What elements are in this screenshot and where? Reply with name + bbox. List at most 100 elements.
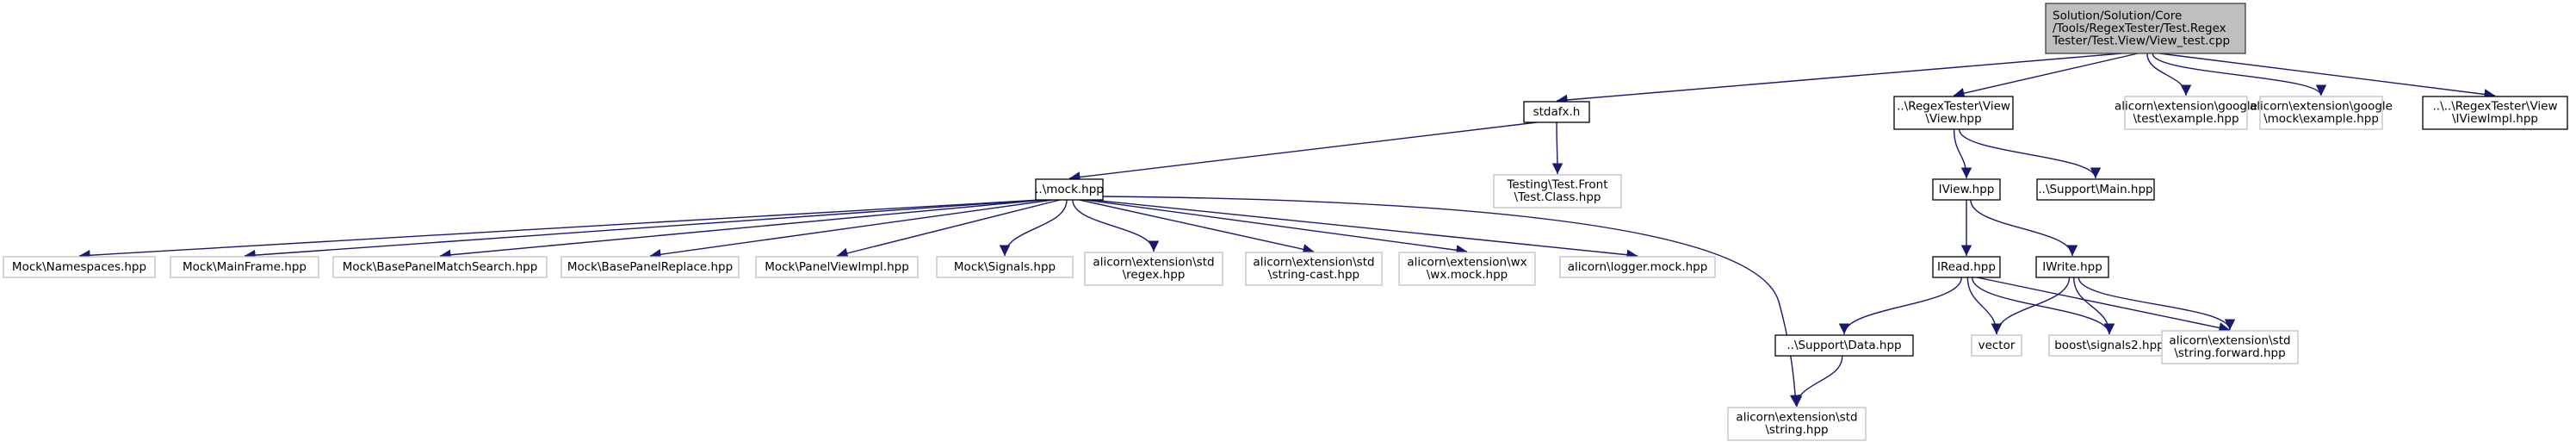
edge-iview-to-iwrite (1970, 199, 2078, 257)
node-label-line: alicorn\extension\std (1736, 411, 1857, 425)
node-label-line: Mock\PanelViewImpl.hpp (765, 260, 909, 274)
node-string-forward: alicorn\extension\std\string.forward.hpp (2161, 330, 2299, 364)
node-label-line: Solution/Solution/Core (2053, 9, 2182, 22)
edge-iwrite-to-vector (1991, 277, 2071, 335)
edge-root-to-google-test (2146, 53, 2192, 96)
node-box (560, 256, 740, 278)
node-mock-bpms: Mock\BasePanelMatchSearch.hpp (332, 256, 548, 278)
node-label-line: \mock\example.hpp (2263, 112, 2379, 126)
node-label-line: Mock\BasePanelReplace.hpp (567, 260, 733, 274)
edge-regextester-view-to-iview (1953, 128, 1972, 179)
node-label-line: /Tools/RegexTester/Test.Regex (2053, 22, 2226, 35)
node-iview[interactable]: IView.hpp (1932, 178, 2001, 201)
node-support-main[interactable]: ..\Support\Main.hpp (2036, 178, 2155, 201)
node-box (1727, 407, 1867, 441)
node-label-line: stdafx.h (1533, 105, 1581, 119)
node-mock-namespaces: Mock\Namespaces.hpp (3, 256, 156, 278)
node-box (2422, 96, 2568, 130)
node-box (2036, 178, 2155, 201)
node-support-data[interactable]: ..\Support\Data.hpp (1774, 334, 1914, 357)
edge-iread-to-signals2 (1971, 277, 2115, 335)
node-regextester-view[interactable]: ..\RegexTester\View\View.hpp (1893, 96, 2014, 130)
node-box (1559, 256, 1716, 278)
node-test-class: Testing\Test.Front\Test.Class.hpp (1493, 174, 1622, 208)
node-iread[interactable]: IRead.hpp (1932, 256, 2001, 278)
node-box (1245, 252, 1383, 286)
node-root[interactable]: Solution/Solution/Core/Tools/RegexTester… (2045, 3, 2246, 54)
node-stdafx[interactable]: stdafx.h (1523, 101, 1590, 123)
node-label-line: alicorn\extension\google (2250, 100, 2393, 114)
edge-mock-to-logger-mock (1092, 199, 1638, 260)
edge-mock-to-mock-mainframe (244, 199, 1042, 261)
node-label-line: alicorn\extension\std (1253, 256, 1374, 270)
node-label-line: \regex.hpp (1123, 268, 1186, 282)
node-box (1398, 252, 1536, 286)
node-label-line: IView.hpp (1939, 183, 1995, 196)
node-label-line: alicorn\logger.mock.hpp (1568, 260, 1708, 274)
edge-stdafx-to-mock (1068, 121, 1538, 183)
node-box (1774, 334, 1914, 357)
edge-mock-to-mock-namespaces (78, 199, 1042, 261)
node-label-line: \wx.mock.hpp (1427, 268, 1508, 282)
node-box (2035, 256, 2109, 278)
node-box (1971, 334, 2022, 357)
edge-mock-to-std-string-cast (1079, 199, 1315, 255)
edge-iwrite-to-signals2 (2073, 277, 2115, 335)
node-label-line: alicorn\extension\wx (1407, 256, 1526, 270)
node-box (2161, 330, 2299, 364)
node-wx-mock: alicorn\extension\wx\wx.mock.hpp (1398, 252, 1536, 286)
node-label-line: IRead.hpp (1937, 260, 1996, 274)
node-google-test: alicorn\extension\google\test\example.hp… (2115, 96, 2257, 130)
node-label-line: alicorn\extension\std (2169, 334, 2290, 348)
node-label-line: ..\mock.hpp (1035, 183, 1104, 196)
node-label-line: alicorn\extension\std (1093, 256, 1214, 270)
node-box (1493, 174, 1622, 208)
node-box (2045, 3, 2246, 54)
node-box (170, 256, 319, 278)
node-label-line: ..\RegexTester\View (1897, 100, 2010, 114)
node-label-line: Mock\Namespaces.hpp (12, 260, 146, 274)
node-label-line: Tester/Test.View/View_test.cpp (2052, 34, 2230, 47)
edge-iread-to-string-forward (1977, 277, 2231, 333)
node-label-line: Mock\MainFrame.hpp (183, 260, 307, 274)
node-mock-mainframe: Mock\MainFrame.hpp (170, 256, 319, 278)
edge-mock-to-mock-signals (999, 199, 1068, 257)
node-box (1932, 256, 2001, 278)
node-label-line: boost\signals2.hpp (2054, 339, 2164, 352)
edge-iread-to-support-data (1838, 277, 1962, 335)
edge-regextester-view-to-support-main (1958, 128, 2102, 179)
edges-layer (78, 53, 2496, 408)
node-label-line: alicorn\extension\google (2115, 100, 2257, 114)
edge-iread-to-vector (1966, 277, 2003, 335)
edge-mock-to-mock-pvi (836, 199, 1061, 259)
node-box (1523, 101, 1590, 123)
node-label-line: \Test.Class.hpp (1514, 190, 1601, 204)
node-mock[interactable]: ..\mock.hpp (1035, 178, 1104, 201)
node-label-line: \string-cast.hpp (1268, 268, 1359, 282)
node-box (1035, 178, 1104, 201)
node-iwrite[interactable]: IWrite.hpp (2035, 256, 2109, 278)
node-label-line: \string.forward.hpp (2174, 346, 2285, 360)
node-mock-pvi: Mock\PanelViewImpl.hpp (755, 256, 919, 278)
node-box (1893, 96, 2014, 130)
node-mock-signals: Mock\Signals.hpp (936, 256, 1074, 278)
node-label-line: \string.hpp (1765, 423, 1828, 437)
node-label-line: vector (1978, 339, 2016, 352)
node-box (332, 256, 548, 278)
node-iviewimpl[interactable]: ..\..\RegexTester\View\IViewImpl.hpp (2422, 96, 2568, 130)
node-label-line: ..\Support\Data.hpp (1786, 339, 1901, 352)
edge-mock-to-mock-bpms (439, 199, 1044, 261)
node-label-line: Testing\Test.Front (1506, 178, 1607, 192)
node-label-line: Mock\Signals.hpp (954, 260, 1056, 274)
edge-root-to-stdafx (1556, 53, 2122, 106)
node-box (1932, 178, 2001, 201)
node-box (2124, 96, 2248, 130)
node-box (2048, 334, 2170, 357)
node-std-string: alicorn\extension\std\string.hpp (1727, 407, 1867, 441)
node-vector: vector (1971, 334, 2022, 357)
edge-mock-to-wx-mock (1085, 199, 1468, 256)
node-std-regex: alicorn\extension\std\regex.hpp (1084, 252, 1223, 286)
edge-mock-to-std-regex (1072, 199, 1160, 252)
node-box (3, 256, 156, 278)
